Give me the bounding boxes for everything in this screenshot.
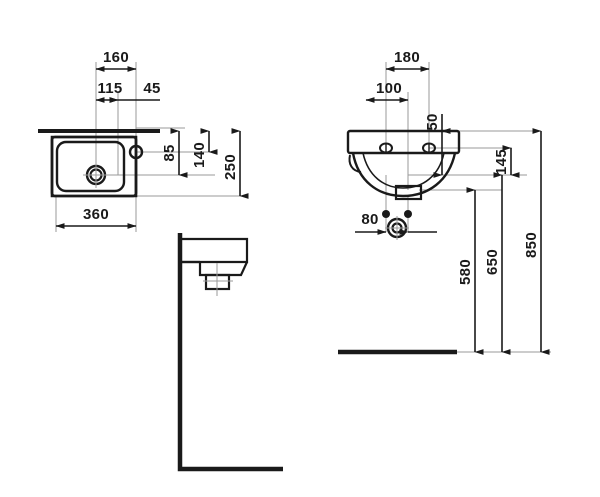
dim-label-850: 850: [523, 232, 540, 258]
tap-hole-circle: [128, 144, 144, 160]
dim-label-250: 250: [222, 154, 239, 180]
front-view-extension-lines: [385, 62, 541, 232]
basin-front-waste-box: [394, 184, 423, 201]
dim-label-80: 80: [361, 211, 378, 228]
dim-label-100: 100: [376, 80, 402, 97]
basin-profile-rim: [180, 237, 249, 264]
dim-label-580: 580: [457, 259, 474, 285]
wall-fixing-hole-right: [404, 210, 412, 218]
basin-plan-outer-rect: [50, 135, 138, 198]
dim-label-180: 180: [394, 49, 420, 66]
dim-label-360: 360: [83, 206, 109, 223]
top-view-group: 160 115 45 360 85 140 250: [38, 49, 249, 232]
basin-plan-bowl: [55, 140, 126, 193]
basin-front-underside-inner: [362, 152, 445, 189]
wall-floor-line: [177, 233, 283, 472]
basin-front-left-lug: [348, 154, 362, 173]
basin-front-rim: [346, 129, 461, 155]
dim-label-140: 140: [191, 142, 208, 168]
dim-label-145: 145: [493, 149, 510, 175]
dim-label-650: 650: [484, 249, 501, 275]
front-view-group: 180 100 80 50 145 580 650 850: [338, 49, 551, 355]
dim-label-115: 115: [97, 80, 122, 97]
basin-profile-underside: [198, 261, 248, 277]
dim-label-85: 85: [161, 144, 178, 161]
top-view-extension-lines: [55, 62, 245, 232]
side-view-group: [177, 233, 283, 472]
dim-label-160: 160: [103, 49, 129, 66]
dim-label-50: 50: [424, 113, 441, 130]
dim-label-45: 45: [143, 80, 160, 97]
wall-fixing-hole-left: [382, 210, 390, 218]
